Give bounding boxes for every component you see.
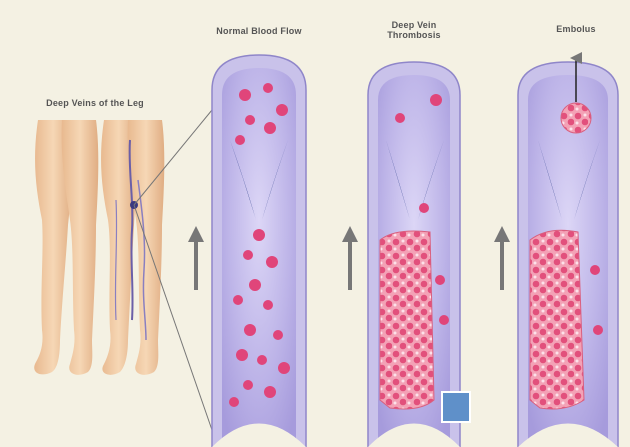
vein-normal [212, 55, 306, 447]
vein-embolus [518, 58, 618, 447]
label-dvt-line1: Deep Vein [378, 20, 450, 30]
label-normal-flow: Normal Blood Flow [212, 26, 306, 36]
clot [530, 230, 584, 409]
vein-thrombosis [368, 62, 470, 447]
label-dvt-line2: Thrombosis [378, 30, 450, 40]
label-embolus: Embolus [538, 24, 614, 34]
embolus-clot [561, 103, 591, 133]
inset-badge [442, 392, 470, 422]
label-dvt: Deep Vein Thrombosis [378, 20, 450, 40]
label-legs: Deep Veins of the Leg [30, 98, 160, 108]
clot [380, 231, 434, 409]
leg-illustration [34, 120, 164, 375]
